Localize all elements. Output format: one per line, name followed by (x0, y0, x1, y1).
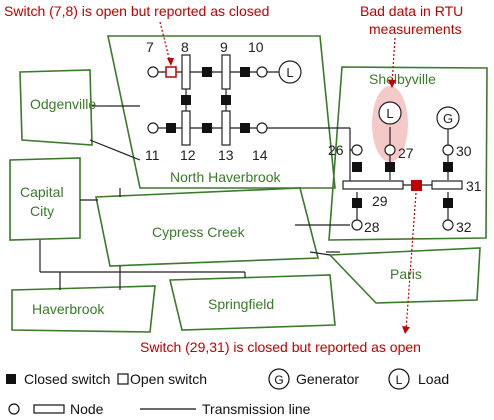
node-26 (351, 144, 363, 156)
region-label-capital-line2: City (30, 203, 54, 219)
node-label-26: 26 (328, 142, 344, 158)
legend-load-icon (388, 368, 410, 390)
node-label-11: 11 (145, 147, 160, 163)
closed-switch-13-14 (240, 123, 250, 133)
switch-29-31-red (411, 180, 422, 191)
legend-load-label: Load (418, 371, 449, 387)
annotation-arrow-7-8 (159, 21, 171, 63)
region-north-haverbrook (107, 35, 336, 189)
region-haverbrook (11, 285, 156, 333)
closed-switch-11-12 (166, 123, 176, 133)
node-label-7: 7 (146, 39, 154, 55)
closed-switch-29-28 (352, 198, 362, 208)
node-label-27: 27 (398, 145, 414, 161)
closed-switch-27-29 (385, 162, 395, 172)
generator-symbol-30 (436, 106, 460, 130)
arrowhead-bad-data (388, 80, 396, 88)
legend-generator-icon (268, 368, 290, 390)
node-7 (147, 66, 159, 78)
node-28 (351, 219, 363, 231)
legend-generator-label: Generator (296, 371, 359, 387)
region-label-cypress-creek: Cypress Creek (152, 224, 246, 240)
region-cypress-creek (95, 187, 320, 267)
load-label-27: L (386, 106, 393, 121)
region-label-north-haverbrook: North Haverbrook (170, 169, 281, 185)
annotation-arrow-29-31 (405, 192, 417, 331)
legend: Closed switch Open switch G Generator L … (6, 368, 449, 417)
node-label-28: 28 (364, 219, 380, 235)
region-label-shelbyville: Shelbyville (369, 71, 436, 87)
node-label-14: 14 (252, 147, 268, 163)
region-label-odgenville: Odgenville (30, 96, 96, 112)
legend-node-label: Node (70, 401, 104, 417)
region-outlines (9, 35, 488, 333)
bus-31 (431, 180, 463, 190)
closed-switch-8-12 (181, 95, 191, 105)
annotation-bad-data-line1: Bad data in RTU (360, 3, 463, 19)
open-switch-7-8 (165, 66, 177, 78)
legend-node-bar-icon (33, 404, 65, 414)
node-27 (384, 144, 396, 156)
node-label-12: 12 (180, 147, 196, 163)
node-10 (256, 66, 268, 78)
arrowhead-7-8 (167, 58, 174, 66)
node-label-10: 10 (248, 39, 264, 55)
legend-load-symbol: L (396, 373, 403, 387)
bus-8 (181, 54, 191, 90)
annotation-switch-7-8: Switch (7,8) is open but reported as clo… (4, 3, 269, 19)
region-paris (328, 247, 481, 304)
region-label-haverbrook: Haverbrook (32, 301, 105, 317)
annotation-bad-data-line2: measurements (369, 21, 462, 37)
closed-switch-12-13 (202, 123, 212, 133)
bus-9 (221, 54, 231, 90)
node-30 (442, 144, 454, 156)
arrowhead-29-31 (402, 326, 410, 334)
load-label-10: L (286, 65, 293, 80)
annotation-switch-29-31: Switch (29,31) is closed but reported as… (140, 339, 421, 355)
bus-12 (181, 110, 191, 146)
node-14 (256, 122, 268, 134)
legend-generator-symbol: G (274, 373, 283, 387)
bus-13 (221, 110, 231, 146)
load-symbol-10 (278, 60, 302, 84)
legend-open-switch-icon (117, 373, 129, 385)
closed-switch-9-10 (240, 67, 250, 77)
closed-switch-9-13 (221, 95, 231, 105)
closed-switch-26-29 (352, 162, 362, 172)
region-odgenville (19, 69, 93, 146)
region-shelbyville (328, 66, 488, 241)
closed-switch-8-9 (202, 67, 212, 77)
node-label-13: 13 (218, 147, 234, 163)
region-label-paris: Paris (390, 266, 422, 282)
legend-open-switch-label: Open switch (130, 371, 207, 387)
node-11 (147, 122, 159, 134)
load-symbol-27 (378, 101, 402, 125)
legend-closed-switch-icon (6, 374, 16, 384)
node-label-9: 9 (220, 39, 228, 55)
region-springfield (168, 274, 336, 331)
node-label-29: 29 (372, 193, 388, 209)
closed-switch-30-31 (443, 162, 453, 172)
bus-29 (342, 180, 404, 190)
legend-closed-switch-label: Closed switch (24, 371, 110, 387)
legend-node-circle-icon (8, 403, 20, 415)
node-label-32: 32 (456, 219, 472, 235)
closed-switch-31-32 (443, 198, 453, 208)
node-label-30: 30 (456, 143, 472, 159)
node-label-31: 31 (466, 178, 482, 194)
node-32 (442, 219, 454, 231)
transmission-lines (39, 105, 350, 290)
region-label-capital-line1: Capital (20, 184, 64, 200)
region-label-springfield: Springfield (208, 296, 274, 312)
node-label-8: 8 (181, 39, 189, 55)
generator-label-30: G (443, 111, 453, 126)
legend-transmission-line-label: Transmission line (202, 401, 311, 417)
region-capital-city (9, 157, 81, 241)
